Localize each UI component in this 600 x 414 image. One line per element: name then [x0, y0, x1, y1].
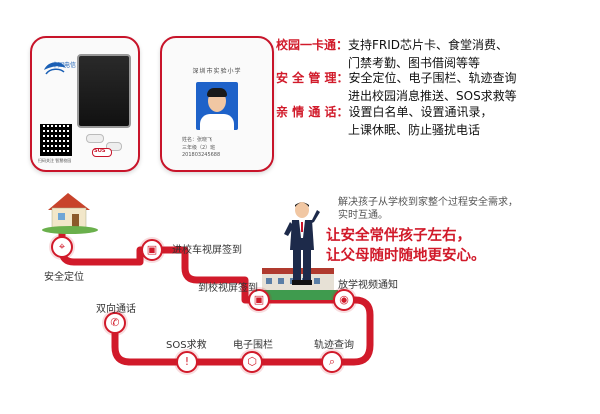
- feature-family-call: 亲 情 通 话：设置白名单、设置通讯录，: [276, 103, 493, 121]
- slogan-line-2: 让父母随时随地更安心。: [326, 248, 486, 264]
- node-school-checkin-icon: ▣: [248, 289, 270, 311]
- device-back: 深圳市实验小学 姓名：张晓飞 三年级（2）班 201803245688: [160, 36, 274, 172]
- node-sos-icon: !: [176, 351, 198, 373]
- feature-line: 支持FRID芯片卡、食堂消费、: [348, 38, 509, 52]
- feature-line: 设置白名单、设置通讯录，: [348, 105, 493, 119]
- device-front: 中国电信 SOS 扫码关注 智慧校园: [30, 36, 140, 172]
- device-screen: [77, 54, 131, 128]
- label-two-way-call: 双向通话: [96, 304, 136, 315]
- feature-line: 进出校园消息推送、SOS求救等: [348, 89, 517, 103]
- student-name: 姓名：张晓飞: [182, 137, 213, 143]
- feature-campus-card: 校园一卡通：支持FRID芯片卡、食堂消费、: [276, 36, 508, 54]
- node-location-icon: ⌖: [51, 236, 73, 258]
- route-path: [58, 226, 374, 366]
- label-school-checkin: 到校视屏签到: [198, 283, 258, 294]
- feature-label: 校园一卡通：: [276, 38, 349, 52]
- label-home-location: 安全定位: [44, 272, 84, 283]
- label-sos: SOS求救: [166, 340, 207, 351]
- qr-caption: 扫码关注 智慧校园: [38, 158, 72, 163]
- slogan-line-1: 让安全常伴孩子左右，: [326, 228, 471, 244]
- label-track-query: 轨迹查询: [314, 340, 354, 351]
- label-bus-checkin: 进校车视屏签到: [172, 245, 242, 256]
- house-icon: [42, 193, 98, 234]
- node-geofence-icon: ⬡: [241, 351, 263, 373]
- school-name: 深圳市实验小学: [192, 68, 242, 75]
- sos-key-label: SOS: [94, 148, 106, 154]
- sos-key: [92, 148, 112, 157]
- feature-line: 安全定位、电子围栏、轨迹查询: [348, 71, 517, 85]
- feature-line: 门禁考勤、图书借阅等等: [348, 56, 481, 70]
- carrier-logo-icon: [44, 62, 66, 75]
- carrier-logo-text: 中国电信: [52, 62, 77, 69]
- device-key-1: [86, 134, 104, 143]
- student-photo: [196, 82, 238, 130]
- node-bus-checkin-icon: ▣: [141, 239, 163, 261]
- label-geofence: 电子围栏: [233, 340, 273, 351]
- student-figure-icon: [284, 202, 320, 285]
- student-class: 三年级（2）班: [182, 145, 216, 151]
- feature-safety: 安 全 管 理：安全定位、电子围栏、轨迹查询: [276, 69, 517, 87]
- node-two-way-call-icon: ✆: [104, 312, 126, 334]
- promo-description: 解决孩子从学校到家整个过程安全需求， 实时互通。: [338, 196, 558, 222]
- node-track-query-icon: ⌕: [321, 351, 343, 373]
- feature-label: 亲 情 通 话：: [276, 105, 349, 119]
- device-key-2: [106, 142, 122, 151]
- label-school-video: 放学视频通知: [338, 280, 398, 291]
- node-video-notify-icon: ◉: [333, 289, 355, 311]
- feature-line: 上课休眠、防止骚扰电话: [348, 123, 481, 137]
- student-id: 201803245688: [182, 152, 221, 158]
- qr-code-icon: [40, 124, 72, 156]
- promo-desc-line: 解决孩子从学校到家整个过程安全需求，: [338, 197, 518, 208]
- feature-label: 安 全 管 理：: [276, 71, 349, 85]
- promo-desc-line: 实时互通。: [338, 210, 388, 221]
